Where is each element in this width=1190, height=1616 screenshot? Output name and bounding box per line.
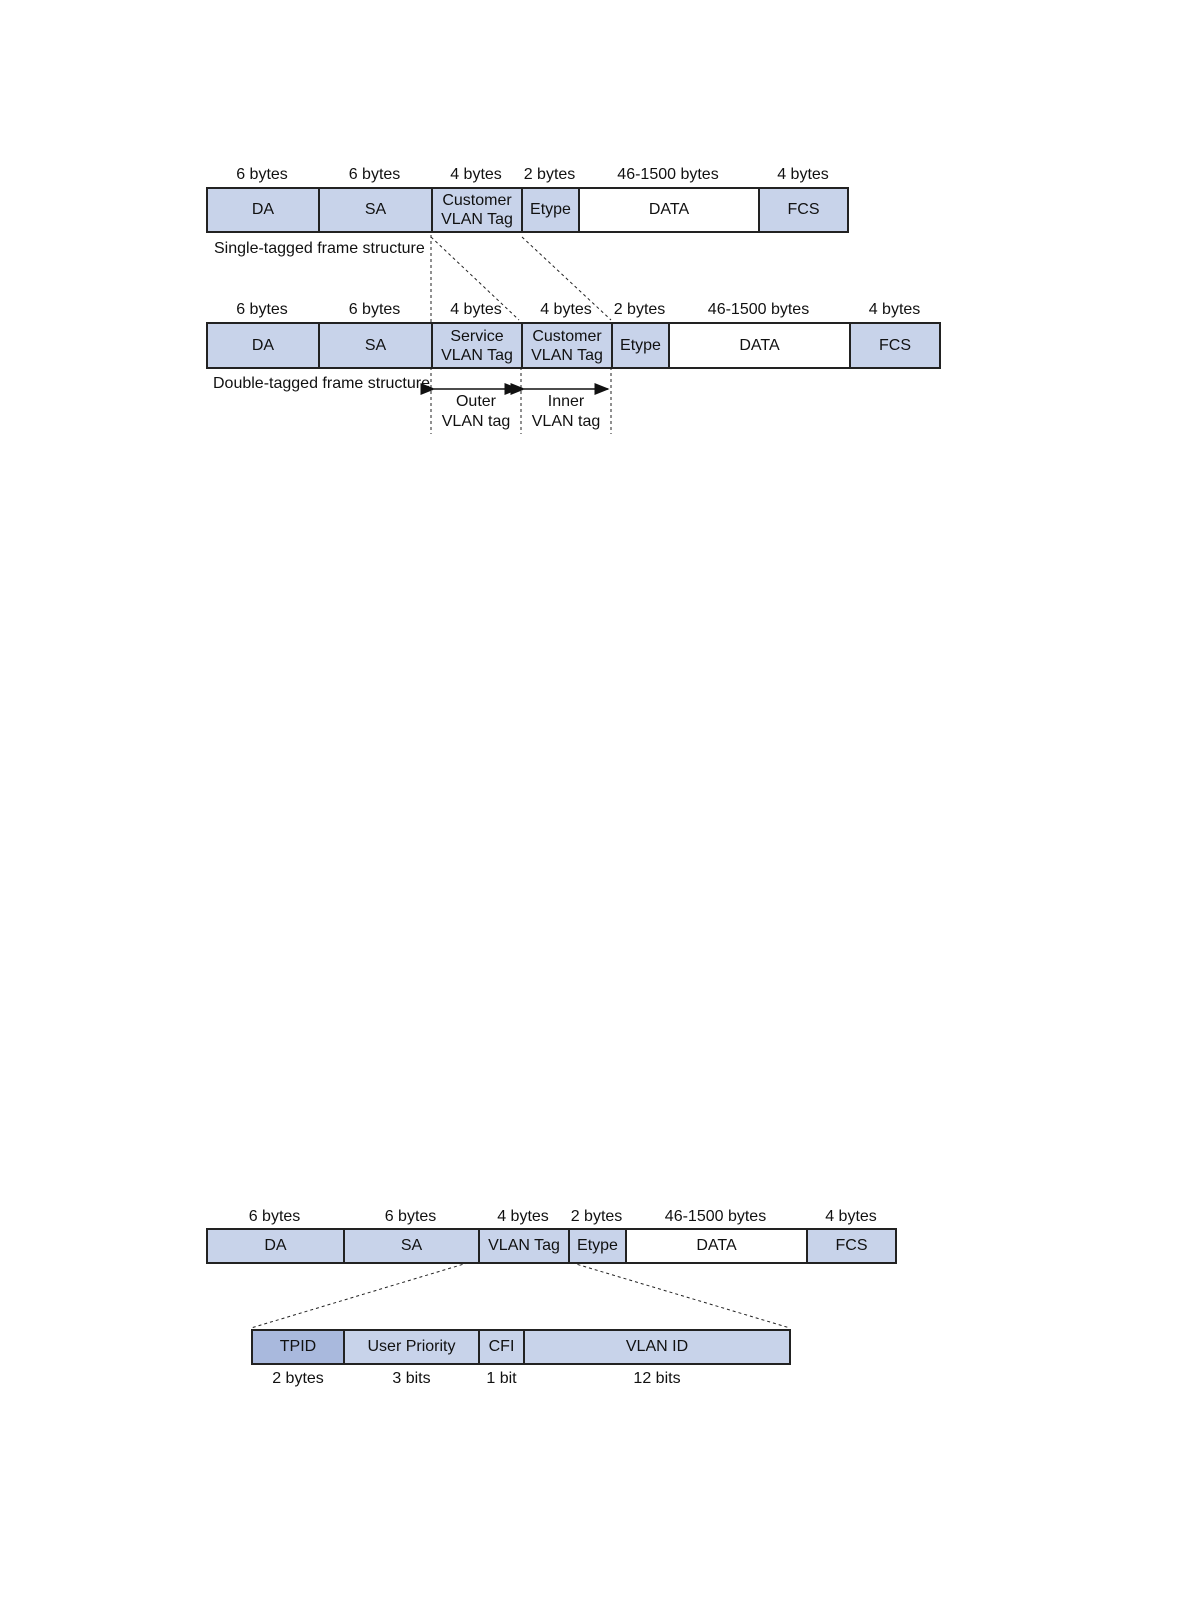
single-size-data: 46-1500 bytes [617,166,719,183]
vlan-id-label: VLAN ID [625,1338,689,1355]
double-field-fcs: FCS [849,322,941,369]
double-caption: Double-tagged frame structure [213,375,430,392]
vlan-size-sa: 6 bytes [384,1208,437,1225]
tag-field-tpid: TPID [251,1329,345,1365]
single-size-etype: 2 bytes [523,166,576,183]
double-stag-label-2: VLAN Tag [441,346,513,364]
double-field-sa: SA [318,322,433,369]
double-stag-label-1: Service [450,327,504,345]
vlan-field-etype: Etype [568,1228,627,1264]
double-sa-label: SA [364,336,387,354]
tag-field-user-priority: User Priority [343,1329,480,1365]
double-field-da: DA [206,322,320,369]
double-size-etype: 2 bytes [613,301,666,318]
double-size-data: 46-1500 bytes [707,301,810,318]
vlan-field-data: DATA [625,1228,808,1264]
vlan-fcs-label: FCS [835,1237,868,1254]
vlan-size-da: 6 bytes [248,1208,301,1225]
single-caption: Single-tagged frame structure [214,240,425,257]
double-size-ctag: 4 bytes [540,301,592,318]
single-field-fcs: FCS [758,187,849,233]
vlan-field-fcs: FCS [806,1228,897,1264]
vlan-sa-label: SA [400,1237,423,1254]
single-da-label: DA [251,201,275,218]
single-size-da: 6 bytes [236,166,288,183]
single-size-ctag: 4 bytes [450,166,502,183]
double-size-sa: 6 bytes [348,301,401,318]
inner-vlan-tag-label-1: Inner [547,393,585,410]
double-fcs-label: FCS [879,336,911,354]
vlan-data-label: DATA [696,1237,737,1254]
single-ctag-label-1: Customer [442,192,512,209]
tag-expansion-line-right [565,1260,791,1329]
tag-size-cfi: 1 bit [486,1370,517,1387]
cfi-label: CFI [488,1338,515,1355]
outer-vlan-tag-label-2: VLAN tag [441,413,511,430]
double-field-etype: Etype [611,322,670,369]
vlan-etype-label: Etype [577,1237,618,1254]
double-ctag-label-1: Customer [532,327,602,345]
tag-field-cfi: CFI [478,1329,525,1365]
single-fcs-label: FCS [787,201,820,218]
tag-field-vlan-id: VLAN ID [523,1329,791,1365]
double-field-data: DATA [668,322,851,369]
single-field-etype: Etype [521,187,580,233]
double-data-label: DATA [739,336,780,354]
user-priority-label: User Priority [367,1338,456,1355]
vlan-tag-label: VLAN Tag [488,1237,560,1254]
single-field-data: DATA [578,187,760,233]
single-sa-label: SA [364,201,387,218]
expansion-line-left [430,236,520,321]
vlan-field-tag: VLAN Tag [478,1228,570,1264]
tag-size-tpid: 2 bytes [272,1370,324,1387]
double-ctag-label-2: VLAN Tag [531,346,603,364]
outer-vlan-tag-label-1: Outer [455,393,496,410]
vlan-da-label: DA [264,1237,287,1254]
double-size-da: 6 bytes [236,301,288,318]
double-da-label: DA [251,336,275,354]
vlan-size-tag: 4 bytes [497,1208,549,1225]
tag-expansion-line-left [250,1260,475,1329]
inner-vlan-tag-label-2: VLAN tag [531,413,601,430]
double-etype-label: Etype [620,336,661,354]
double-size-stag: 4 bytes [450,301,502,318]
vlan-size-etype: 2 bytes [570,1208,623,1225]
single-data-label: DATA [648,201,690,218]
expansion-line-right [521,236,612,321]
single-size-sa: 6 bytes [348,166,401,183]
vlan-field-sa: SA [343,1228,480,1264]
single-field-sa: SA [318,187,433,233]
vlan-field-da: DA [206,1228,345,1264]
single-ctag-label-2: VLAN Tag [441,211,513,228]
single-field-da: DA [206,187,320,233]
single-size-fcs: 4 bytes [777,166,829,183]
tpid-label: TPID [279,1338,317,1355]
double-size-fcs: 4 bytes [868,301,921,318]
tag-size-priority: 3 bits [392,1370,431,1387]
vlan-size-data: 46-1500 bytes [664,1208,767,1225]
vlan-size-fcs: 4 bytes [825,1208,877,1225]
tag-size-vlan-id: 12 bits [633,1370,681,1387]
single-etype-label: Etype [530,201,571,218]
